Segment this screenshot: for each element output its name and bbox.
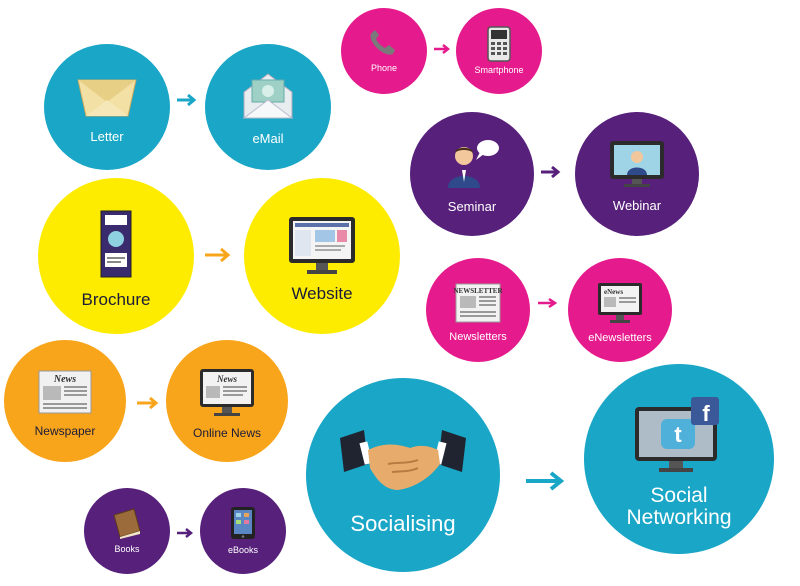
node-newsletters: NEWSLETTER Newsletters <box>426 258 530 362</box>
node-phone: Phone <box>341 8 427 94</box>
node-ebooks: eBooks <box>200 488 286 574</box>
arrow-newsletters-enewsletters <box>538 297 558 309</box>
label-newspaper: Newspaper <box>34 423 96 438</box>
node-social-networking: t f Social Networking <box>584 364 774 554</box>
arrow-letter-email <box>177 93 197 107</box>
label-smartphone: Smartphone <box>474 65 524 76</box>
newspaper-masthead: News <box>53 374 76 385</box>
book-icon <box>113 508 141 540</box>
node-website: Website <box>244 178 400 334</box>
arrow-phone-smartphone <box>434 44 451 54</box>
node-newspaper: News Newspaper <box>4 340 126 462</box>
node-enewsletters: eNews eNewsletters <box>568 258 672 362</box>
label-enewsletters: eNewsletters <box>588 332 652 345</box>
svg-text:f: f <box>702 401 710 426</box>
open-envelope-icon <box>242 73 294 119</box>
label-website: Website <box>291 284 353 304</box>
label-social-networking-line1: Social <box>650 483 708 507</box>
label-seminar: Seminar <box>447 199 497 215</box>
speaker-person-icon <box>448 140 499 189</box>
label-ebooks: eBooks <box>227 545 259 556</box>
node-smartphone: Smartphone <box>456 8 542 94</box>
monitor-social-icon: t f <box>635 396 719 472</box>
svg-text:t: t <box>674 422 682 447</box>
handshake-icon <box>340 430 466 491</box>
monitor-news-icon: News <box>200 368 254 416</box>
label-newsletters: Newsletters <box>449 331 507 344</box>
tablet-icon <box>231 507 255 540</box>
label-webinar: Webinar <box>612 198 662 214</box>
node-seminar: Seminar <box>410 112 534 236</box>
arrow-books-ebooks <box>177 528 194 538</box>
node-email: eMail <box>205 44 331 170</box>
label-phone: Phone <box>370 63 398 74</box>
label-email: eMail <box>252 131 284 147</box>
arrow-socialising-socialnetworking <box>526 471 565 491</box>
monitor-presenter-icon <box>610 141 664 188</box>
arrow-brochure-website <box>205 247 231 263</box>
phone-icon <box>370 30 395 55</box>
node-books: Books <box>84 488 170 574</box>
label-brochure: Brochure <box>81 290 151 310</box>
node-online-news: News Online News <box>166 340 288 462</box>
label-letter: Letter <box>90 129 124 145</box>
label-social-networking: Social Networking <box>626 483 732 529</box>
arrow-seminar-webinar <box>541 165 561 179</box>
label-social-networking-line2: Networking <box>626 506 732 529</box>
online-news-masthead: News <box>216 374 237 384</box>
newsletter-masthead: NEWSLETTER <box>454 287 502 295</box>
node-brochure: Brochure <box>38 178 194 334</box>
node-socialising: Socialising <box>306 378 500 572</box>
monitor-enews-icon: eNews <box>598 283 642 324</box>
brochure-icon <box>100 210 132 278</box>
label-online-news: Online News <box>192 425 262 440</box>
smartphone-icon <box>487 26 511 63</box>
label-books: Books <box>114 544 140 555</box>
label-socialising: Socialising <box>350 511 456 537</box>
arrow-newspaper-onlinenews <box>137 396 159 410</box>
newsletter-icon: NEWSLETTER <box>454 283 502 323</box>
node-letter: Letter <box>44 44 170 170</box>
monitor-website-icon <box>289 217 355 275</box>
node-webinar: Webinar <box>575 112 699 236</box>
newspaper-icon: News <box>38 370 92 414</box>
enews-masthead: eNews <box>604 288 623 296</box>
envelope-icon <box>77 79 137 117</box>
